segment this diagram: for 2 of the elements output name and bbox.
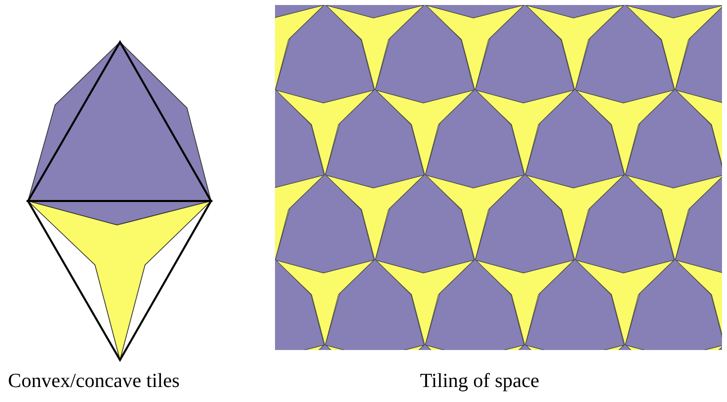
caption: Convex/concave tiles — [8, 370, 180, 393]
caption: Tiling of space — [420, 370, 540, 393]
